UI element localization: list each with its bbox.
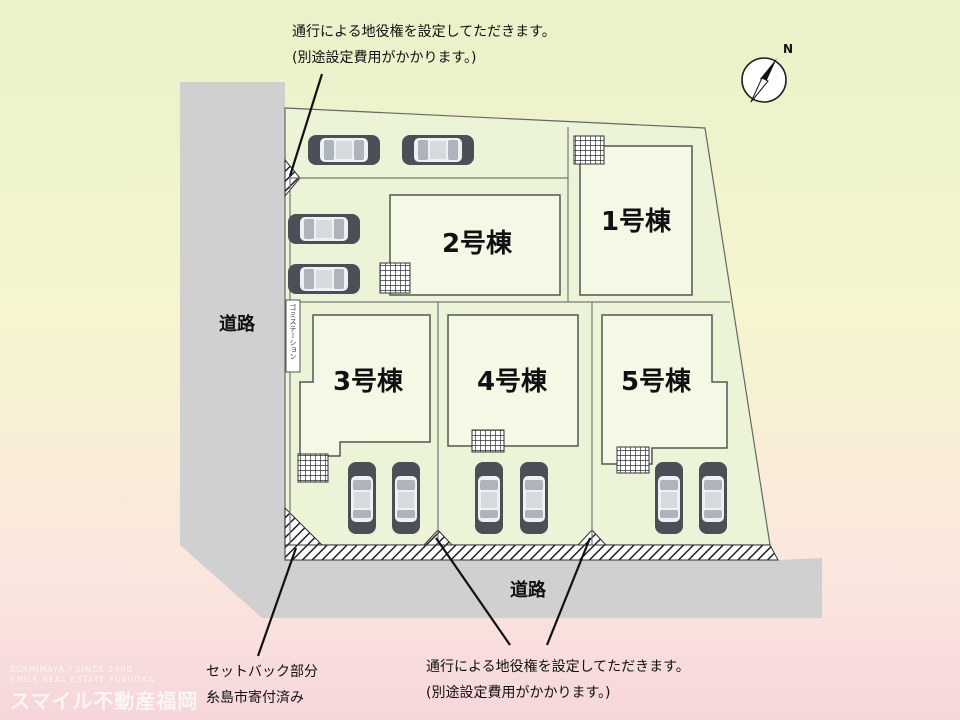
setback-note: セットバック部分 糸島市寄付済み xyxy=(206,662,318,708)
left-road-label: 道路 xyxy=(219,313,256,335)
car-icon xyxy=(288,264,360,294)
car-icon xyxy=(392,462,420,534)
watermark-line3: スマイル不動産福岡 xyxy=(10,689,199,713)
car-icon xyxy=(288,214,360,244)
entrance-grid-2 xyxy=(379,262,411,294)
lot-2-label: 2号棟 xyxy=(442,229,513,259)
corner-cut-left xyxy=(284,506,324,546)
car-icon xyxy=(308,135,380,165)
easement-note-top: 通行による地役権を設定してただきます。 (別途設定費用がかかります。) xyxy=(292,22,556,68)
garbage-station xyxy=(285,299,301,373)
watermark-line2: SMILE REAL ESTATE FUKUOKA xyxy=(10,675,155,684)
easement-note-top-line1: 通行による地役権を設定してただきます。 xyxy=(292,24,556,40)
car-icon xyxy=(699,462,727,534)
easement-note-top-line2: (別途設定費用がかかります。) xyxy=(292,50,477,66)
bottom-road-label: 道路 xyxy=(510,579,547,601)
left-road xyxy=(180,82,285,545)
leader-line-easement-2 xyxy=(545,537,592,646)
bottom-road xyxy=(180,545,822,618)
entrance-grid-4 xyxy=(471,429,505,453)
house-4 xyxy=(447,314,579,447)
lot-1-label: 1号棟 xyxy=(601,207,672,237)
lot-4-label: 4号棟 xyxy=(477,367,548,397)
car-icon xyxy=(520,462,548,534)
entrance-grid-1 xyxy=(573,135,605,165)
compass-north-label: N xyxy=(783,42,793,56)
leader-line-top xyxy=(288,73,324,177)
leader-line-easement-1 xyxy=(435,537,511,646)
house-2 xyxy=(389,194,561,296)
house-1 xyxy=(579,145,693,296)
easement-note-bottom-line2: (別途設定費用がかかります。) xyxy=(426,685,611,701)
easement-note-bottom: 通行による地役権を設定してただきます。 (別途設定費用がかかります。) xyxy=(426,657,690,703)
lot-3-label: 3号棟 xyxy=(333,367,404,397)
watermark-line1: SUSHIMAYA / SINCE 2000 xyxy=(10,665,133,674)
watermark-logo: SUSHIMAYA / SINCE 2000 SMILE REAL ESTATE… xyxy=(10,665,198,714)
car-icon xyxy=(402,135,474,165)
entrance-grid-5 xyxy=(616,446,650,474)
car-icon xyxy=(475,462,503,534)
setback-note-line1: セットバック部分 xyxy=(206,664,318,680)
setback-note-line2: 糸島市寄付済み xyxy=(206,690,304,706)
north-compass: N xyxy=(741,42,793,103)
compass-needle-icon xyxy=(760,58,777,82)
entrance-grid-3 xyxy=(297,453,329,483)
house-3 xyxy=(299,314,431,457)
easement-note-bottom-line1: 通行による地役権を設定してただきます。 xyxy=(426,659,690,675)
car-icon xyxy=(655,462,683,534)
car-icon xyxy=(348,462,376,534)
leader-line-setback xyxy=(256,547,298,657)
setback-strip xyxy=(284,544,779,561)
garbage-station-label: ゴミステーション xyxy=(289,303,297,360)
lot-5-label: 5号棟 xyxy=(621,367,692,397)
